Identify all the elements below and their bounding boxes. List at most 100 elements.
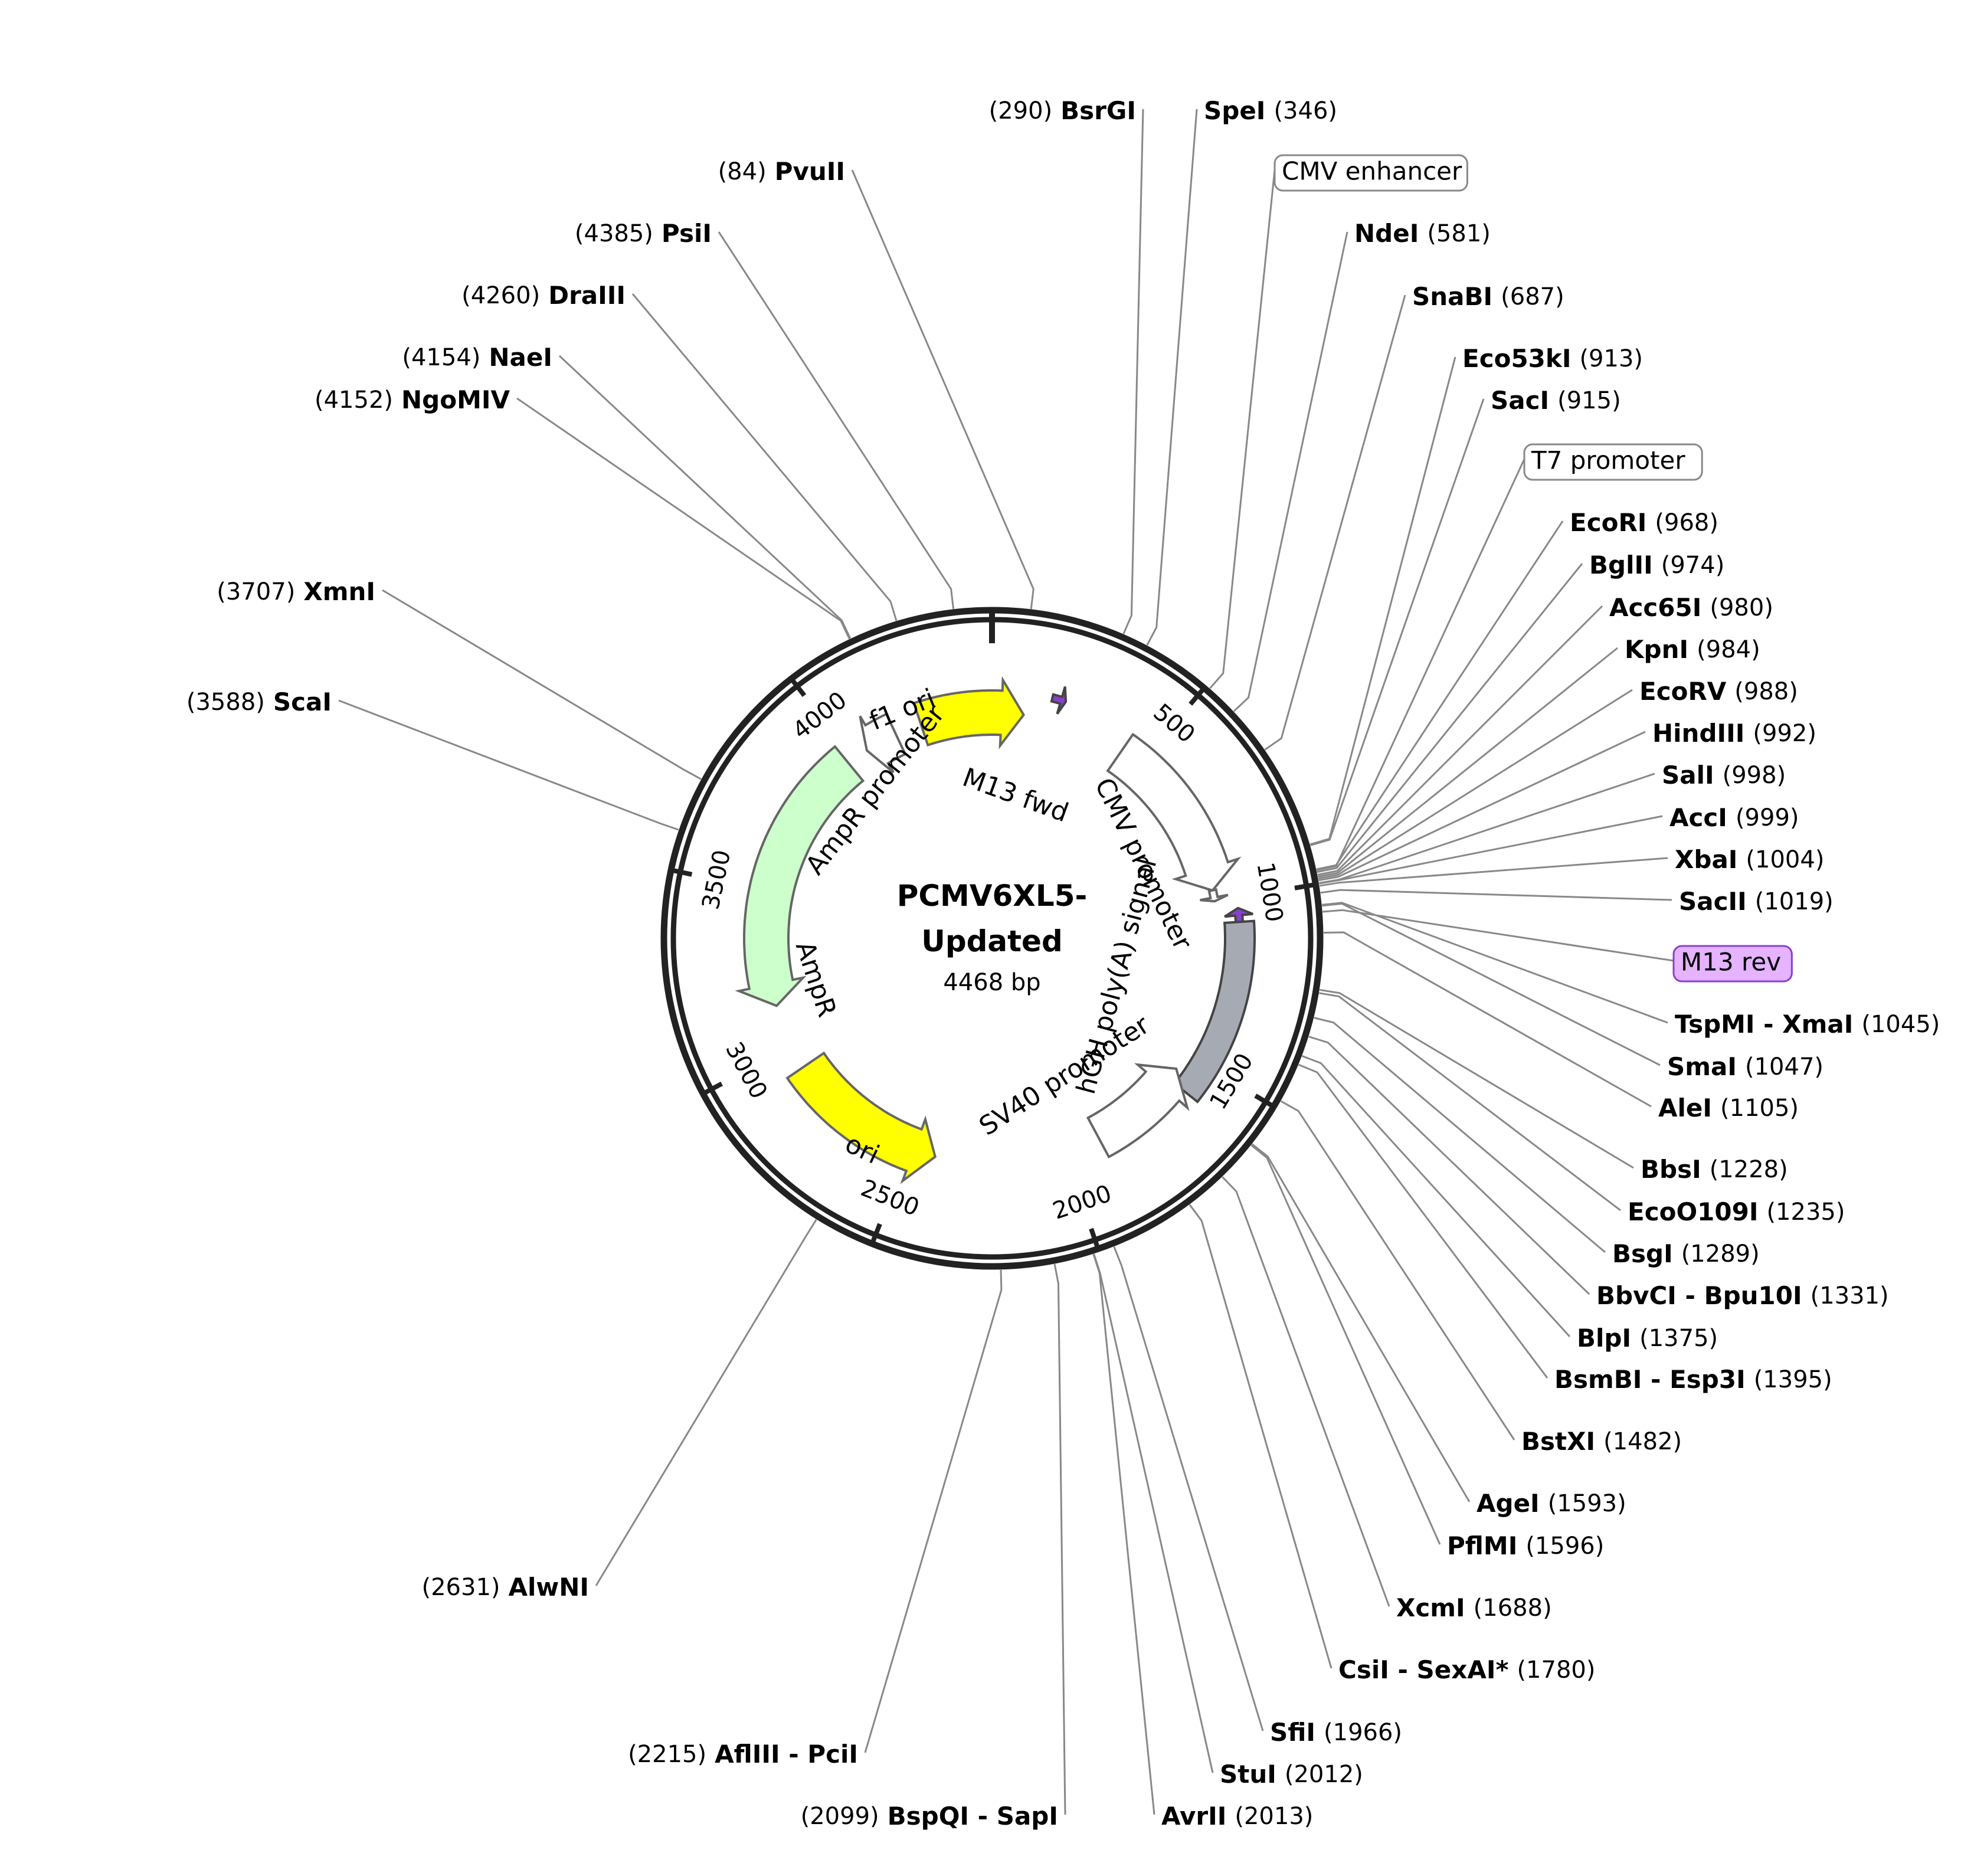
site-name-and-position: (2631) AlwNI bbox=[422, 1573, 590, 1602]
site-name-and-position: XcmI(1688) bbox=[1396, 1593, 1552, 1622]
site-name-and-position: (3707)XmnI bbox=[217, 577, 375, 606]
site-name-and-position: CsiI - SexAI*(1780) bbox=[1338, 1655, 1595, 1684]
site-name-and-position: TspMI - XmaI(1045) bbox=[1675, 1010, 1940, 1039]
site-name: AflIII - PciI bbox=[715, 1740, 858, 1769]
tick-label: 4000 bbox=[788, 686, 852, 745]
site-leader bbox=[1310, 398, 1485, 846]
site-position: (4260) bbox=[461, 282, 540, 309]
site-position: (1235) bbox=[1766, 1199, 1845, 1226]
site-name-and-position: BsmBI - Esp3I (1395) bbox=[1554, 1365, 1832, 1394]
site-label: EcoRV(988) bbox=[1639, 677, 1798, 706]
site-position: (1395) bbox=[1754, 1366, 1832, 1393]
site-label: SpeI(346) bbox=[1204, 96, 1337, 125]
site-label: SacI(915) bbox=[1491, 386, 1621, 415]
site-label: EcoRI(968) bbox=[1570, 508, 1718, 537]
tick-mark bbox=[1189, 685, 1207, 706]
site-name-and-position: HindIII(992) bbox=[1652, 719, 1816, 748]
site-name: AvrII bbox=[1161, 1802, 1226, 1831]
site-name-and-position: (3588)ScaI bbox=[186, 687, 332, 716]
site-name-and-position: SfiI(1966) bbox=[1270, 1718, 1402, 1747]
site-leader bbox=[1319, 815, 1663, 885]
site-leader bbox=[1322, 902, 1661, 1066]
site-position: (4385) bbox=[575, 220, 653, 247]
site-label: Eco53kI (913) bbox=[1462, 344, 1643, 373]
site-label: XcmI(1688) bbox=[1396, 1593, 1552, 1622]
site-name-and-position: EcoO109I(1235) bbox=[1628, 1197, 1845, 1226]
site-name: PflMI bbox=[1447, 1531, 1517, 1560]
site-name: AleI bbox=[1658, 1093, 1712, 1122]
site-label: (4154)NaeI bbox=[402, 343, 552, 372]
site-name: XbaI bbox=[1675, 845, 1737, 874]
site-name-and-position: EcoRI(968) bbox=[1570, 508, 1718, 537]
feature-callout-text: T7 promoter bbox=[1531, 446, 1685, 475]
site-position: (581) bbox=[1427, 220, 1491, 247]
site-position: (998) bbox=[1723, 762, 1786, 789]
site-position: (1289) bbox=[1681, 1240, 1760, 1268]
site-leader bbox=[1322, 909, 1674, 962]
site-position: (3588) bbox=[186, 689, 265, 716]
site-label: (84)PvuII bbox=[718, 157, 845, 186]
feature-ampr bbox=[735, 745, 865, 1007]
site-position: (4154) bbox=[402, 344, 480, 371]
site-leader bbox=[1233, 231, 1348, 712]
site-name: XmnI bbox=[303, 577, 375, 606]
site-label: BlpI(1375) bbox=[1577, 1324, 1718, 1353]
site-name: Eco53kI bbox=[1462, 344, 1571, 373]
feature-callout-text: CMV enhancer bbox=[1282, 157, 1462, 186]
tick-mark bbox=[700, 1081, 723, 1096]
site-name: KpnI bbox=[1625, 635, 1688, 664]
site-leader bbox=[851, 169, 1034, 610]
site-position: (999) bbox=[1736, 804, 1799, 831]
site-position: (1331) bbox=[1811, 1282, 1889, 1309]
site-leader bbox=[1316, 520, 1564, 870]
tick-label: 2000 bbox=[1049, 1180, 1115, 1225]
site-name: BsmBI - Esp3I bbox=[1554, 1365, 1746, 1394]
site-label: BglII(974) bbox=[1589, 551, 1724, 580]
site-position: (913) bbox=[1579, 345, 1643, 372]
site-name-and-position: (4260)DraIII bbox=[461, 281, 626, 310]
site-position: (2631) bbox=[422, 1574, 500, 1601]
site-name: BbvCI - Bpu10I bbox=[1596, 1281, 1802, 1310]
site-name-and-position: AgeI(1593) bbox=[1476, 1489, 1626, 1518]
site-name: SfiI bbox=[1270, 1718, 1315, 1747]
site-name: AlwNI bbox=[509, 1573, 589, 1602]
site-label: SacII(1019) bbox=[1679, 887, 1834, 916]
site-name-and-position: SalI(998) bbox=[1662, 761, 1786, 790]
feature-callout-box bbox=[1523, 443, 1703, 481]
site-position: (1596) bbox=[1525, 1533, 1604, 1560]
site-leader bbox=[1251, 1143, 1471, 1502]
site-position: (1780) bbox=[1517, 1656, 1595, 1684]
site-label: AgeI(1593) bbox=[1476, 1489, 1626, 1518]
site-name-and-position: (2215)AflIII - PciI bbox=[628, 1740, 858, 1769]
site-leader bbox=[1314, 1017, 1606, 1253]
site-name: BstXI bbox=[1521, 1427, 1595, 1456]
site-leader bbox=[1298, 1063, 1548, 1379]
site-leader bbox=[1113, 1246, 1264, 1731]
site-name: SpeI bbox=[1204, 96, 1265, 125]
site-name: AgeI bbox=[1476, 1489, 1540, 1518]
site-leader-lines bbox=[338, 109, 1674, 1815]
site-leader bbox=[1316, 459, 1525, 872]
site-leader bbox=[1323, 931, 1652, 1108]
site-name: SacII bbox=[1679, 887, 1747, 916]
site-leader bbox=[1317, 647, 1618, 878]
site-name: NgoMIV bbox=[401, 385, 510, 414]
site-leader bbox=[1309, 356, 1456, 846]
site-name-and-position: (4154)NaeI bbox=[402, 343, 552, 372]
site-label: BsgI(1289) bbox=[1612, 1239, 1760, 1268]
site-name-and-position: (2099)BspQI - SapI bbox=[801, 1802, 1058, 1831]
site-name: BglII bbox=[1589, 551, 1653, 580]
site-leader bbox=[1317, 563, 1583, 873]
site-position: (1004) bbox=[1746, 846, 1824, 873]
site-position: (687) bbox=[1501, 283, 1564, 310]
tick-mark bbox=[869, 1223, 882, 1246]
site-leader bbox=[1318, 731, 1646, 882]
site-name-and-position: BbvCI - Bpu10I (1331) bbox=[1596, 1281, 1889, 1310]
site-name: BsrGI bbox=[1060, 96, 1136, 125]
site-leader bbox=[1093, 1253, 1214, 1773]
site-leader bbox=[718, 231, 955, 609]
site-name: Acc65I bbox=[1609, 593, 1701, 622]
site-name-and-position: StuI(2012) bbox=[1220, 1760, 1363, 1789]
site-label: (3588)ScaI bbox=[186, 687, 332, 716]
